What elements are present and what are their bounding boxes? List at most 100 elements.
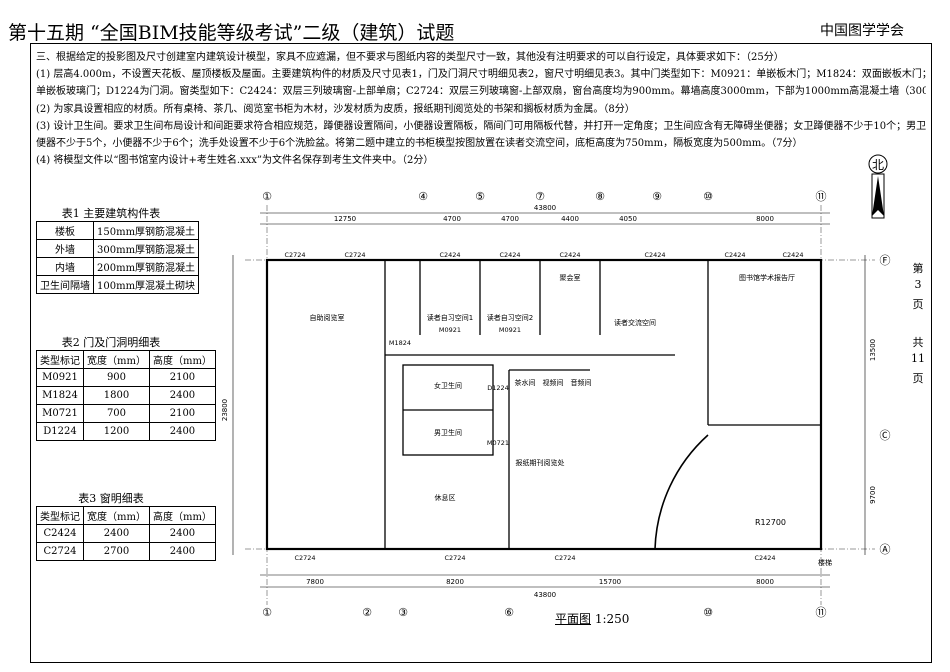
plan-title: 平面图 1:250 [555, 610, 629, 627]
table-cell: 150mm厚钢筋混凝土 [92, 221, 200, 240]
table-header-cell: 高度（mm） [148, 350, 216, 369]
axis-label: Ⓕ [880, 254, 891, 267]
axis-label: ⑦ [535, 190, 545, 203]
dimension-label: 12750 [334, 215, 356, 223]
axis-label: ⑪ [816, 190, 827, 203]
plan-scale: 1:250 [594, 612, 630, 626]
dimension-label: 8000 [756, 578, 774, 586]
room-label: 聚会室 [560, 273, 581, 282]
grid-lines [245, 205, 875, 605]
room-label: 图书馆学术报告厅 [739, 273, 795, 282]
door-tag: M1824 [389, 339, 411, 347]
window-tag: C2724 [284, 251, 305, 259]
room-label: 自助阅览室 [310, 313, 345, 322]
table-cell: 2400 [148, 386, 216, 405]
requirement-line: 单嵌板玻璃门；D1224为门洞。窗类型如下：C2424：双层三列玻璃窗-上部单扇… [36, 86, 926, 98]
table-cell: 2400 [148, 422, 216, 441]
requirements-text: 三、根据给定的投影图及尺寸创建室内建筑设计模型，家具不应遮漏，但不要求与图纸内容… [36, 49, 926, 169]
room-label: 读者交流空间 [614, 318, 656, 327]
table-cell: M0721 [36, 404, 84, 423]
table-header-row: 类型标记宽度（mm）高度（mm） [36, 506, 216, 525]
curtain-wall-arc [654, 434, 709, 550]
dimension-lines [232, 212, 866, 588]
axis-label: ② [362, 606, 372, 619]
window-tag: C2424 [559, 251, 580, 259]
window-tag: C2424 [724, 251, 745, 259]
door-tag: M0921 [439, 326, 461, 334]
room-label: 休息区 [435, 493, 456, 502]
axis-label: ⑥ [504, 606, 514, 619]
door-tag: M0921 [499, 326, 521, 334]
table-cell: 2100 [148, 404, 216, 423]
room-label: 音频间 [571, 378, 592, 387]
table-header-cell: 宽度（mm） [83, 350, 150, 369]
page-label: 页 [912, 372, 924, 385]
axis-label: ⑪ [816, 606, 827, 619]
table-cell: M1824 [36, 386, 84, 405]
axis-label: ⑩ [703, 190, 713, 203]
axis-label: ⑤ [475, 190, 485, 203]
axis-label: ⑩ [703, 606, 713, 619]
room-label: 楼梯 [818, 558, 832, 567]
room-labels: 自助阅览室 读者自习空间1 读者自习空间2 聚会室 读者交流空间 图书馆学术报告… [310, 273, 833, 567]
axis-label: ① [262, 606, 272, 619]
window-tag: C2424 [499, 251, 520, 259]
table-cell: 1200 [83, 422, 150, 441]
table-header-cell: 类型标记 [36, 506, 84, 525]
table-cell: 900 [83, 368, 150, 387]
window-tag: C2724 [444, 554, 465, 562]
table-cell: 内墙 [36, 257, 94, 276]
floor-plan: ① ④ ⑤ ⑦ ⑧ ⑨ ⑩ ⑪ ① ② ③ ⑥ ⑩ ⑪ Ⓕ Ⓔ Ⓓ Ⓑ Ⓐ Ⓕ … [221, 190, 891, 619]
table-cell: 200mm厚钢筋混凝土 [92, 257, 200, 276]
dimension-label: 43800 [534, 204, 556, 212]
window-tag: C2724 [554, 554, 575, 562]
exterior-walls [265, 258, 823, 551]
axis-labels-bottom: ① ② ③ ⑥ ⑩ ⑪ [262, 606, 826, 619]
organization-name: 中国图学学会 [820, 23, 904, 39]
north-label: 北 [872, 158, 884, 172]
dimension-label: 7800 [306, 578, 324, 586]
table-cell: 2400 [148, 542, 216, 561]
table-cell: 2400 [83, 524, 150, 543]
dimension-label: 8200 [446, 578, 464, 586]
page-label: 页 [912, 298, 924, 311]
table-cell: 2700 [83, 542, 150, 561]
dimension-label: 43800 [534, 591, 556, 599]
room-label: 茶水间 [515, 378, 536, 387]
window-tag: C2724 [344, 251, 365, 259]
page-number: 3 [914, 278, 922, 291]
dimension-label: 4050 [619, 215, 637, 223]
dimension-label: 9700 [869, 486, 877, 504]
dimension-label: 4700 [443, 215, 461, 223]
table-cell: D1224 [36, 422, 84, 441]
dimension-label: 8000 [756, 215, 774, 223]
window-tag: C2424 [439, 251, 460, 259]
north-arrow-icon: 北 [868, 154, 888, 219]
dimension-text: 43800 12750 4700 4700 4400 4050 8000 780… [221, 204, 877, 599]
table-cell: 700 [83, 404, 150, 423]
window-tag: C2724 [294, 554, 315, 562]
axis-label: ⑧ [595, 190, 605, 203]
room-label: 视频间 [543, 378, 564, 387]
axis-labels-right: Ⓕ Ⓒ Ⓐ [880, 254, 891, 556]
requirement-line: (3) 设计卫生间。要求卫生间布局设计和间距要求符合相应规范，蹲便器设置隔间，小… [36, 120, 926, 132]
table-cell: M0921 [36, 368, 84, 387]
drawing-frame [30, 43, 932, 663]
axis-label: Ⓐ [880, 543, 891, 556]
axis-label: Ⓒ [880, 429, 891, 442]
page-label: 第 [912, 262, 924, 275]
table-header-row: 类型标记宽度（mm）高度（mm） [36, 350, 216, 369]
table-cell: 300mm厚钢筋混凝土 [92, 239, 200, 258]
table-cell: 100mm厚混凝土砌块 [92, 275, 200, 294]
table-cell: C2724 [36, 542, 84, 561]
room-label: 男卫生间 [434, 428, 462, 437]
table-cell: 楼板 [36, 221, 94, 240]
